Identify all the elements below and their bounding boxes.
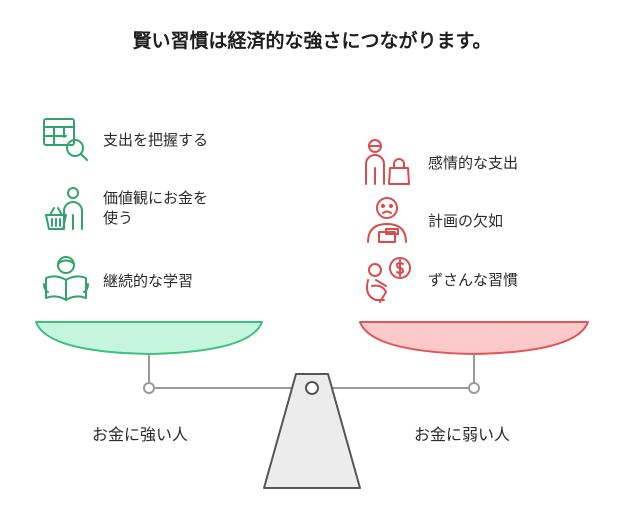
right-pivot — [468, 382, 480, 394]
left-pan — [35, 321, 263, 355]
person-reading-book-icon — [43, 256, 89, 301]
left-item-spend-on-values: 価値観にお金を 使う — [103, 189, 209, 227]
fulcrum-pivot — [305, 381, 319, 395]
diagram-title: 賢い習慣は経済的な強さにつながります。 — [132, 30, 492, 52]
right-item-emotional-spending: 感情的な支出 — [428, 154, 519, 172]
right-caption: お金に弱い人 — [414, 425, 511, 444]
left-item-continuous-learning: 継続的な学習 — [103, 272, 194, 290]
left-item-track-spending: 支出を把握する — [103, 131, 209, 149]
spreadsheet-magnifier-icon — [43, 118, 88, 161]
right-pan — [359, 321, 589, 355]
right-item-sloppy-habits: ずさんな習慣 — [428, 271, 519, 289]
right-item-lack-of-planning: 計画の欠如 — [428, 212, 504, 230]
left-pivot — [143, 382, 155, 394]
person-with-coin-icon — [366, 257, 411, 303]
shopper-with-basket-icon — [45, 187, 83, 230]
left-caption: お金に強い人 — [92, 425, 189, 444]
person-with-shopping-bag-icon — [365, 139, 410, 185]
confused-person-icon — [367, 197, 407, 243]
fulcrum — [263, 373, 361, 489]
